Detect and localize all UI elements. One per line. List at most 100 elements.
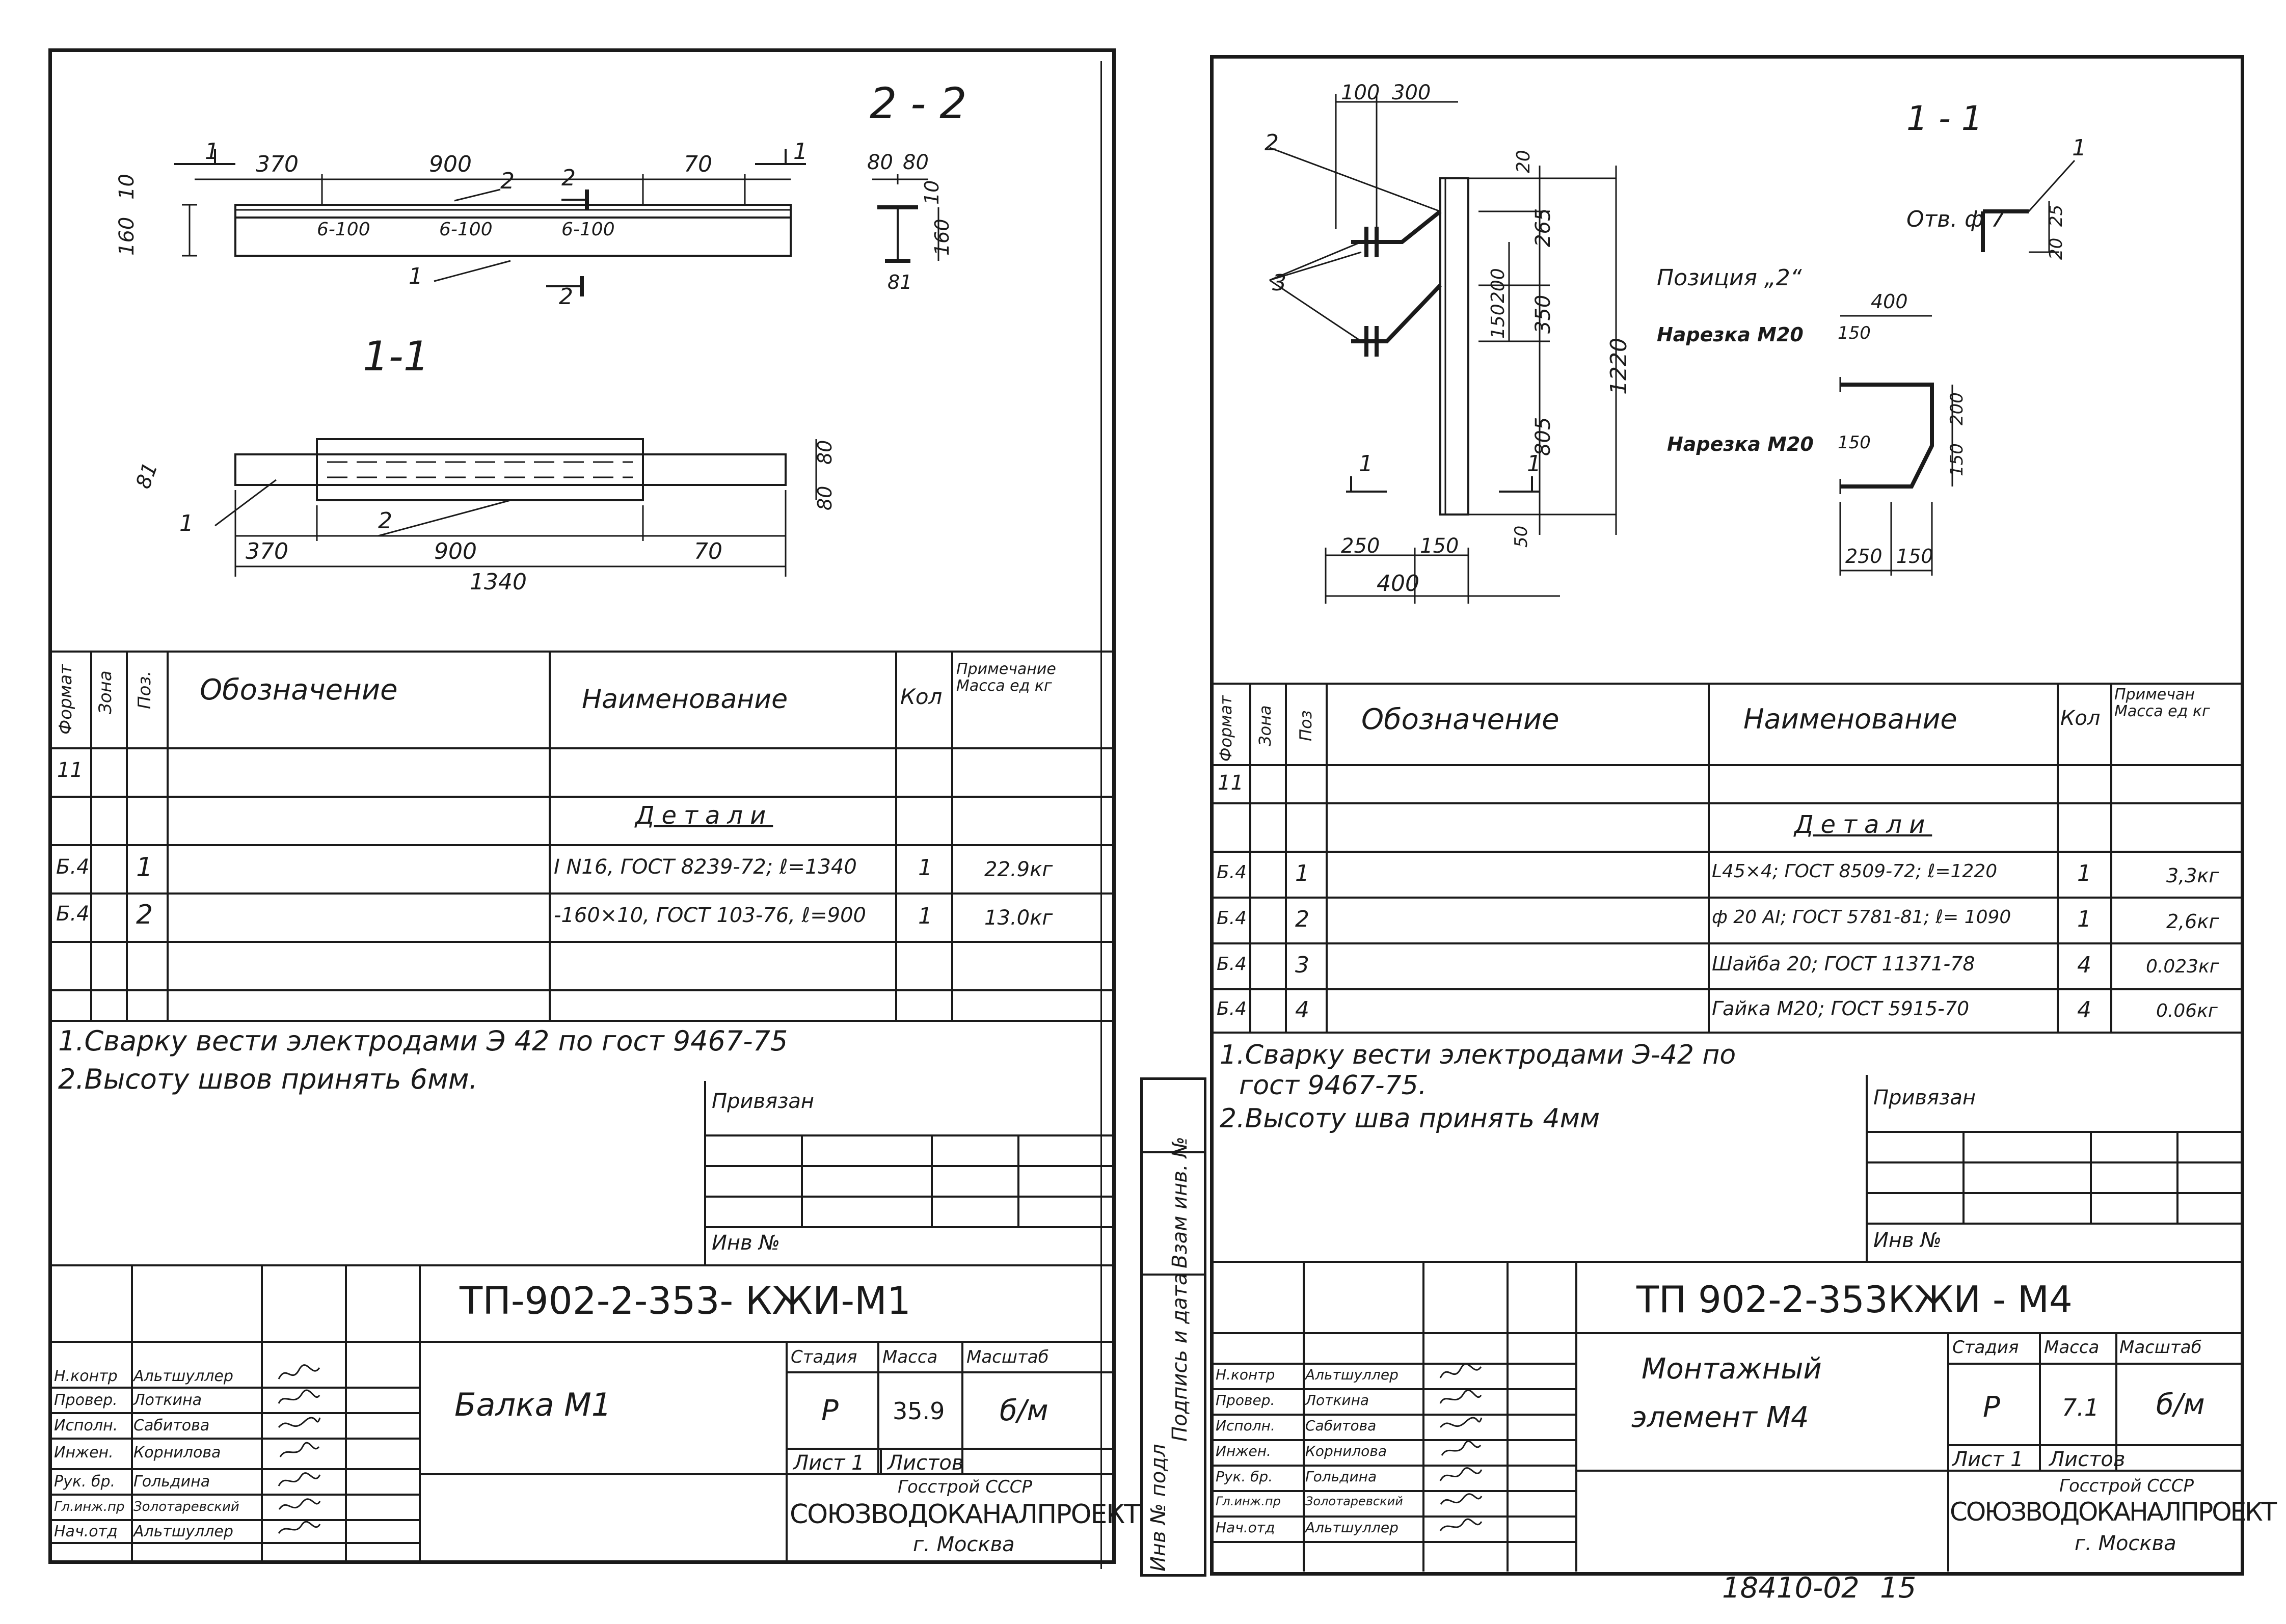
signer-row-line	[52, 1387, 419, 1389]
dim-250-r: 250	[1341, 534, 1380, 558]
spec-head-qty: Кол	[900, 684, 943, 709]
scale-header: Масштаб	[966, 1347, 1049, 1367]
signer-row-line	[52, 1542, 419, 1544]
dim-900-plan: 900	[434, 538, 477, 564]
callout-2-plan: 2	[378, 508, 392, 534]
note-1-r: 1.Сварку вести электродами Э-42 по	[1220, 1040, 1736, 1070]
signer-role: Нач.отд	[54, 1523, 118, 1540]
signature-mark	[1439, 1467, 1483, 1481]
weld-seg-1: 6-100	[317, 219, 370, 240]
signer-row-line	[52, 1519, 419, 1521]
attach-block-col-r	[1962, 1131, 1965, 1223]
signer-role: Инжен.	[54, 1444, 114, 1461]
spec-bottom-line-r	[1214, 1032, 2241, 1034]
mass-header-r: Масса	[2044, 1337, 2100, 1358]
signer-role-r: Н.контр	[1216, 1366, 1275, 1383]
title-block-line-r	[1214, 1332, 1575, 1334]
cut-1-right-r: 1	[1527, 451, 1541, 477]
signature-mark	[1439, 1417, 1483, 1428]
page-number: 15	[1880, 1572, 1917, 1605]
mounting-element-view	[1269, 94, 1617, 604]
dim-150-bot-r: 150	[1420, 534, 1459, 558]
spec-row-4-pos-r: 4	[1295, 997, 1309, 1023]
dim-80-plan-b: 80	[814, 486, 836, 510]
spec-row-line	[52, 892, 1112, 895]
spec-row-line	[52, 796, 1112, 798]
spec-head-name-r: Наименование	[1743, 703, 1957, 735]
dim-20-r: 20	[1513, 150, 1534, 173]
title-block-col	[877, 1341, 879, 1473]
signer-role: Н.контр	[54, 1367, 118, 1385]
spec-col-line	[951, 651, 953, 1020]
spec-head-designation: Обозначение	[200, 673, 398, 707]
sheet-divider	[1100, 61, 1102, 1569]
title-block-line	[52, 1468, 419, 1470]
spec-row-1-qty-r: 1	[2077, 860, 2091, 886]
signer-row-line-r	[1214, 1388, 1575, 1390]
spec-row-line-r	[1214, 851, 2241, 853]
attach-block-col	[931, 1134, 933, 1226]
beam-plan-view	[214, 438, 817, 577]
margin-signature-date: Подпись и дата	[1168, 1273, 1192, 1442]
spec-row-line-r	[1214, 942, 2241, 944]
callout-1-plan: 1	[179, 510, 194, 536]
spec-row-2-qty-r: 1	[2077, 906, 2091, 932]
spec-head-pos-r: Поз	[1296, 710, 1315, 741]
stage-header-r: Стадия	[1952, 1337, 2019, 1358]
document-number: 18410-02	[1722, 1572, 1860, 1605]
spec-row-3-qty-r: 4	[2077, 952, 2091, 978]
weld-seg-3: 6-100	[561, 219, 615, 240]
cut-label-2-bottom: 2	[559, 284, 573, 310]
callout-2-r: 2	[1265, 130, 1279, 156]
signer-role-r: Инжен.	[1216, 1443, 1271, 1459]
dim-150-pos-d: 150	[1896, 545, 1933, 567]
spec-head-qty-r: Кол	[2060, 707, 2101, 730]
title-block-col-r	[1575, 1261, 1577, 1572]
signer-row-line-r	[1214, 1541, 1575, 1543]
dim-1220-r: 1220	[1606, 338, 1632, 395]
dim-1340-plan: 1340	[470, 569, 527, 595]
sheet-number-r: Лист 1	[1952, 1448, 2024, 1471]
signer-row-line-r	[1214, 1515, 1575, 1518]
signer-role-r: Исполн.	[1216, 1417, 1275, 1434]
spec-bottom-line	[52, 1020, 1112, 1022]
spec-head-format-r: Формат	[1216, 695, 1235, 762]
attach-block-line	[704, 1165, 1112, 1167]
signer-name-r: Лоткина	[1305, 1392, 1369, 1409]
attached-label: Привязан	[712, 1090, 815, 1113]
spec-row-4-format-r: Б.4	[1217, 998, 1247, 1019]
signer-row-line	[52, 1438, 419, 1440]
note-2: 2.Высоту швов принять 6мм.	[58, 1063, 478, 1095]
spec-row-3-format-r: Б.4	[1217, 954, 1247, 975]
signer-row-line-r	[1214, 1439, 1575, 1441]
signer-name: Корнилова	[133, 1444, 221, 1461]
cut-1-left-r: 1	[1359, 451, 1373, 477]
signer-name: Альтшуллер	[133, 1367, 233, 1385]
section-2-2-profile	[872, 174, 939, 263]
inv-label-r: Инв №	[1873, 1229, 1942, 1252]
dim-805-r: 805	[1531, 417, 1555, 456]
spec-format-code: 11	[57, 759, 83, 782]
spec-row-3-pos-r: 3	[1295, 952, 1309, 978]
dim-80-plan-a: 80	[814, 440, 836, 465]
spec-col-line	[895, 651, 897, 1020]
dim-100-r: 100	[1341, 81, 1380, 104]
dim-80-sec-a: 80	[867, 151, 893, 174]
spec-col-line-r	[2110, 683, 2112, 1032]
spec-head-pos: Поз.	[135, 670, 155, 709]
organization: СОЮЗВОДОКАНАЛПРОЕКТ	[790, 1499, 1140, 1530]
document-code-r: ТП 902-2-353КЖИ - М4	[1636, 1278, 2073, 1321]
cut-label-1-right: 1	[793, 139, 808, 165]
stage-value-r: Р	[1983, 1391, 2000, 1424]
spec-col-line	[167, 651, 169, 1020]
dim-10-elev: 10	[115, 174, 139, 200]
spec-row-line	[52, 941, 1112, 943]
spec-row-2-pos-r: 2	[1295, 906, 1309, 932]
stage-value: Р	[821, 1394, 839, 1427]
cut-label-2-top: 2	[561, 165, 576, 191]
dim-200-pos: 200	[1947, 392, 1967, 425]
dim-370-top: 370	[256, 151, 299, 177]
document-code: ТП-902-2-353- КЖИ-М1	[460, 1279, 911, 1323]
signature-mark	[1439, 1518, 1483, 1531]
spec-row-1-mass: 22.9кг	[984, 858, 1053, 881]
